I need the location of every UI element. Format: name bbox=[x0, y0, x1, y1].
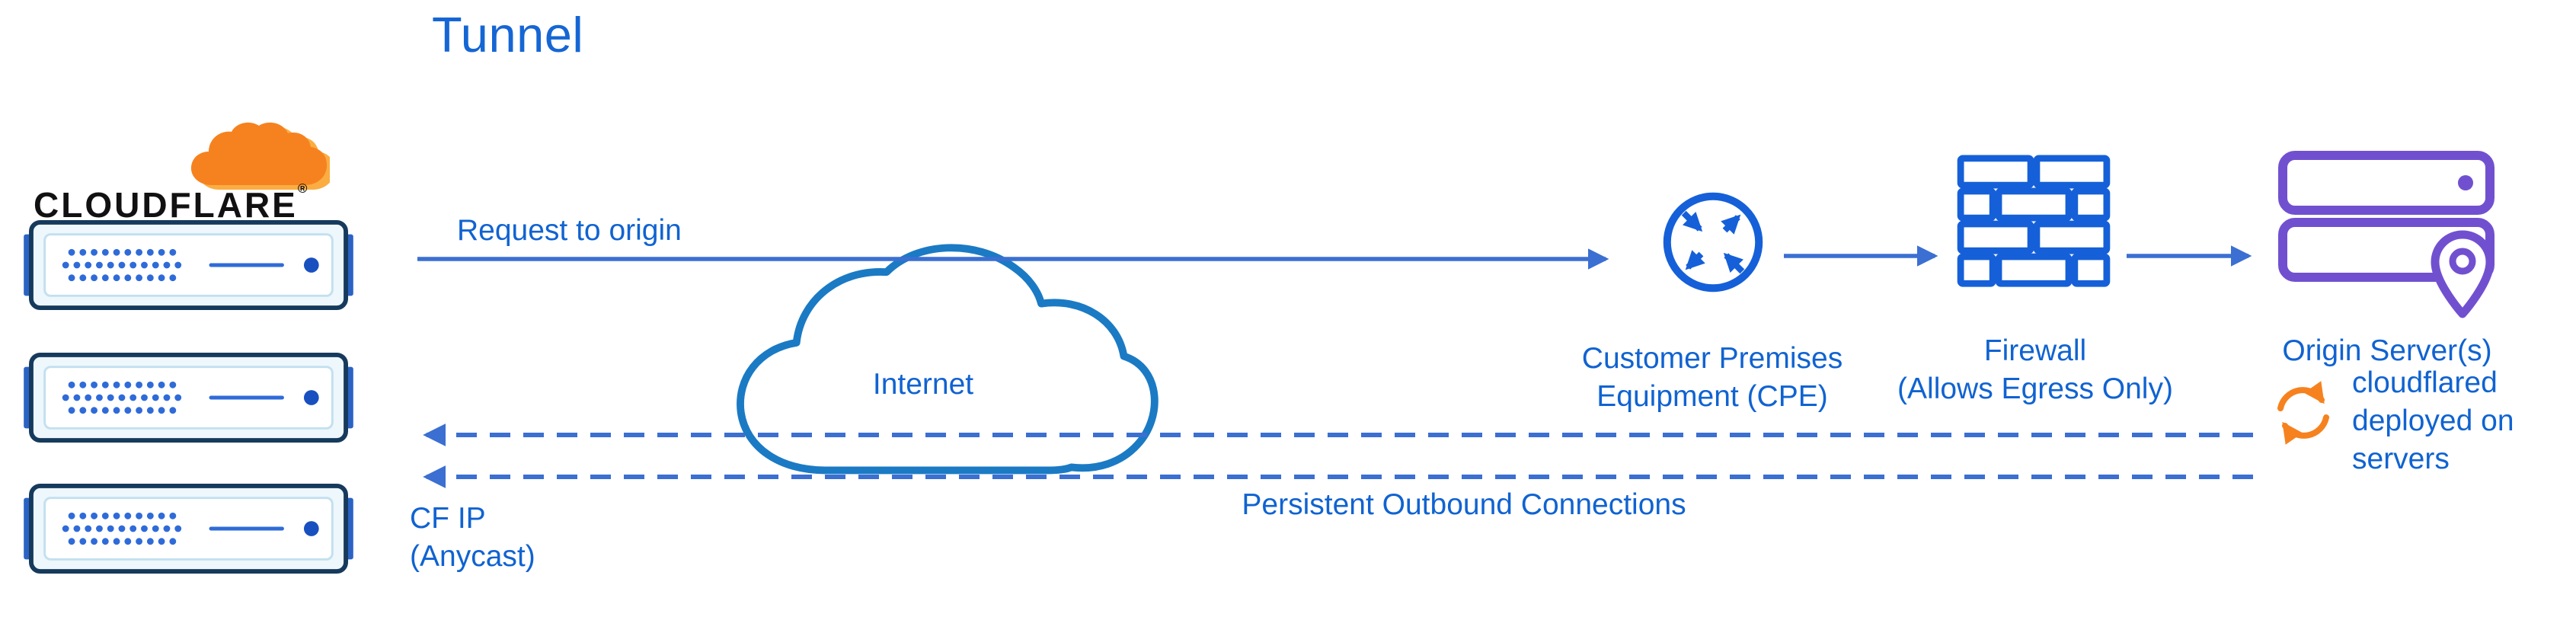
cf-ip-label-line1: CF IP bbox=[410, 502, 486, 535]
origin-server-icon bbox=[2278, 151, 2495, 318]
page-title: Tunnel bbox=[432, 7, 584, 62]
request-to-origin-label: Request to origin bbox=[457, 214, 682, 247]
registered-mark: ® bbox=[297, 181, 308, 196]
firewall-label-line2: (Allows Egress Only) bbox=[1897, 372, 2173, 405]
cf-ip-anycast-label: CF IP (Anycast) bbox=[410, 500, 535, 576]
internet-cloud-icon bbox=[737, 244, 1159, 475]
cloudflared-label-line1: cloudflared bbox=[2352, 366, 2498, 399]
sync-arrows-icon bbox=[2277, 381, 2329, 445]
cloudflared-label-line2: deployed on bbox=[2352, 404, 2514, 437]
location-pin-icon bbox=[2431, 230, 2495, 318]
edge-server-icon bbox=[23, 219, 354, 311]
cpe-router-icon bbox=[1663, 192, 1763, 293]
cpe-label: Customer Premises Equipment (CPE) bbox=[1582, 340, 1843, 416]
cloudflare-logo-cloud-icon bbox=[190, 122, 330, 190]
cloudflare-wordmark: CLOUDFLARE® bbox=[34, 181, 308, 225]
cf-ip-label-line2: (Anycast) bbox=[410, 539, 535, 573]
cloudflare-brand-text: CLOUDFLARE bbox=[34, 185, 298, 225]
internet-label: Internet bbox=[872, 368, 974, 401]
edge-server-icon bbox=[23, 352, 354, 443]
firewall-label: Firewall (Allows Egress Only) bbox=[1897, 332, 2173, 408]
edge-server-icon bbox=[23, 483, 354, 574]
firewall-brick-icon bbox=[1957, 155, 2111, 287]
cloudflared-label: cloudflared deployed on servers bbox=[2352, 364, 2514, 478]
cpe-label-line1: Customer Premises bbox=[1581, 342, 1843, 375]
persistent-outbound-label: Persistent Outbound Connections bbox=[1242, 488, 1686, 521]
cpe-label-line2: Equipment (CPE) bbox=[1596, 379, 1828, 413]
cloudflared-label-line3: servers bbox=[2352, 442, 2450, 475]
firewall-label-line1: Firewall bbox=[1983, 334, 2087, 367]
origin-server-label: Origin Server(s) bbox=[2282, 334, 2492, 367]
